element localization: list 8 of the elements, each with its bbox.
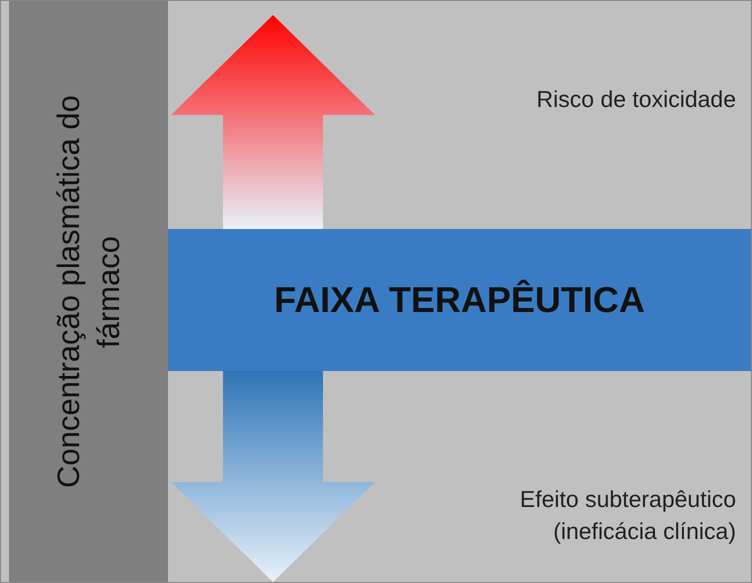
axis-title: Concentração plasmática do fármaco [50,94,126,490]
axis-title-bar [9,1,168,582]
region-label: Efeito subterapêutico (ineficácia clínica) [518,485,736,546]
band-label: FAIXA TERAPÊUTICA [274,279,645,321]
region-label: Risco de toxicidade [536,85,736,114]
block-arrow [171,15,375,229]
block-arrow [171,371,375,582]
range-band [168,229,751,371]
